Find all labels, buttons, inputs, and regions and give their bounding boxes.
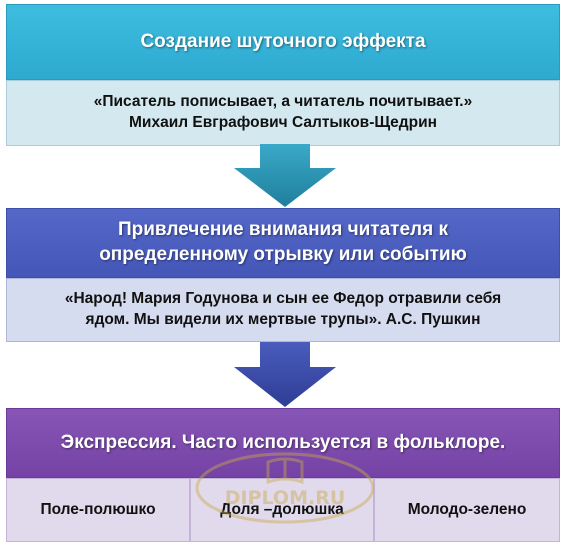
block-2-quote-box: «Народ! Мария Годунова и сын ее Федор от… [6,278,560,342]
block-2-title-line-1: Привлечение внимания читателя к [117,219,448,241]
block-1-quote-line-1: «Писатель пописывает, а читатель почитыв… [93,93,473,111]
example-cell-2: Доля –долюшка [190,478,374,542]
down-arrow-1-icon [234,144,336,207]
block-3-title: Экспрессия. Часто используется в фолькло… [60,432,506,453]
block-2-quote-line-2: ядом. Мы видели их мертвые трупы». А.С. … [85,311,481,328]
block-2-header: Привлечение внимания читателя к определе… [6,208,560,278]
example-1-text: Поле-полюшко [40,501,156,518]
example-cell-1: Поле-полюшко [6,478,190,542]
example-3-text: Молодо-зелено [407,501,527,518]
example-2-text: Доля –долюшка [220,501,344,518]
block-1-quote-box: «Писатель пописывает, а читатель почитыв… [6,80,560,146]
block-2-title-line-2: определенному отрывку или событию [99,244,467,265]
example-cell-3: Молодо-зелено [374,478,560,542]
block-1-title: Создание шуточного эффекта [140,31,426,52]
block-2-quote-line-1: «Народ! Мария Годунова и сын ее Федор от… [64,290,502,308]
block-1-quote-line-2: Михаил Евграфович Салтыков-Щедрин [129,114,437,131]
down-arrow-2-icon [234,342,336,407]
block-1-header: Создание шуточного эффекта [6,4,560,80]
block-3-header: Экспрессия. Часто используется в фолькло… [6,408,560,478]
